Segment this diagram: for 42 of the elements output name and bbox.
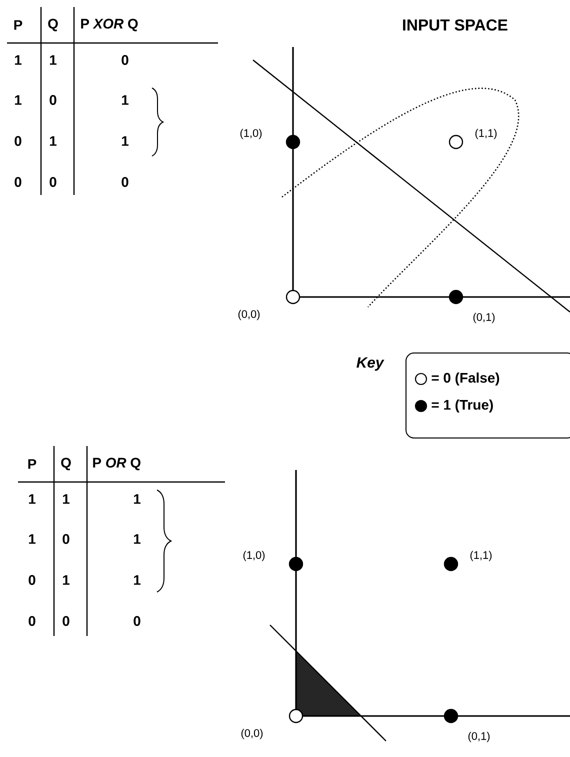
table-header: Q bbox=[48, 18, 58, 32]
table-cell: 0 bbox=[14, 177, 22, 187]
table-header: P bbox=[28, 459, 36, 469]
table-header: P bbox=[14, 20, 22, 30]
table-cell: 1 bbox=[134, 494, 140, 504]
table-cell: 0 bbox=[122, 177, 128, 187]
table-cell: 1 bbox=[63, 494, 70, 504]
table-cell: 1 bbox=[50, 136, 56, 146]
table-cell: 0 bbox=[14, 136, 22, 146]
point-label: (0,0) bbox=[241, 728, 263, 740]
table-cell: 1 bbox=[29, 534, 36, 544]
point-label: (0,1) bbox=[473, 312, 495, 324]
table-cell: 0 bbox=[122, 55, 128, 65]
key-title: Key bbox=[356, 357, 384, 371]
point-label: (1,0) bbox=[240, 128, 262, 140]
table-cell: 1 bbox=[122, 95, 128, 105]
table-cell: 0 bbox=[50, 177, 56, 187]
table-cell: 1 bbox=[15, 95, 22, 105]
legend-label: = 0 (False) bbox=[432, 372, 500, 386]
point-label: (1,0) bbox=[243, 550, 265, 562]
legend-label: = 1 (True) bbox=[432, 400, 493, 412]
table-header: P XOR Q bbox=[81, 18, 138, 32]
table-cell: 1 bbox=[50, 55, 56, 65]
table-cell: 0 bbox=[134, 616, 140, 626]
table-cell: 0 bbox=[62, 616, 70, 626]
table-cell: 1 bbox=[134, 534, 140, 544]
point-label: (1,1) bbox=[470, 550, 492, 562]
table-header: Q bbox=[61, 458, 71, 470]
title: INPUT SPACE bbox=[403, 19, 508, 31]
point-label: (0,0) bbox=[238, 310, 260, 320]
point-label: (0,1) bbox=[468, 732, 490, 742]
table-header: P OR Q bbox=[93, 458, 140, 470]
table-cell: 1 bbox=[15, 55, 22, 65]
table-cell: 0 bbox=[28, 616, 36, 626]
point-label: (1,1) bbox=[475, 128, 497, 140]
table-cell: 0 bbox=[50, 95, 56, 105]
table-cell: 0 bbox=[62, 534, 70, 544]
table-cell: 0 bbox=[28, 575, 36, 585]
table-cell: 1 bbox=[63, 575, 70, 585]
table-cell: 1 bbox=[122, 136, 128, 146]
table-cell: 1 bbox=[29, 494, 36, 504]
table-cell: 1 bbox=[134, 575, 140, 585]
